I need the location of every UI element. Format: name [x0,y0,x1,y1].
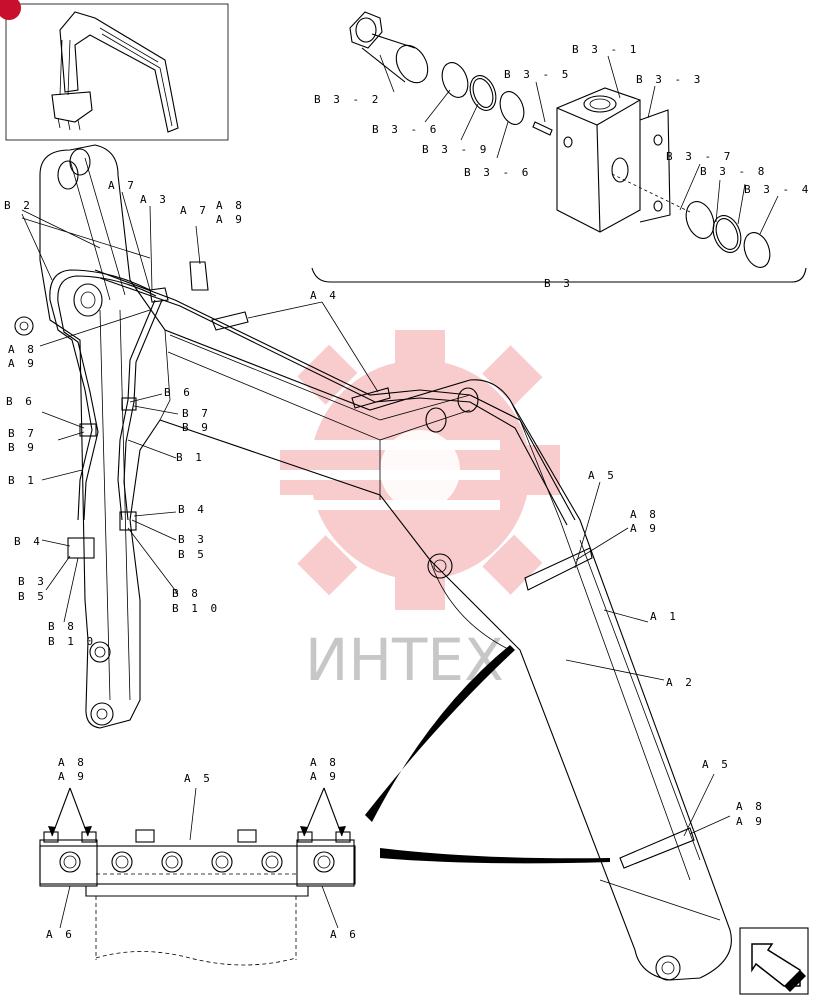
callout-curve-upper [365,645,515,822]
label-b7-mid: B 7 [182,407,211,420]
valve-assembly-detail [349,11,771,268]
label-a9-lower: A 9 [736,815,765,828]
label-a2: A 2 [666,676,695,689]
label-a3: A 3 [140,193,169,206]
label-b3-6b: B 3 - 6 [464,166,531,179]
label-b4-left: B 4 [14,535,43,548]
next-page-arrow-icon[interactable] [739,927,809,995]
label-b3-left: B 3 [18,575,47,588]
label-a1: A 1 [650,610,679,623]
label-b5-mid: B 5 [178,548,207,561]
label-b10-mid: B 1 0 [172,602,220,615]
label-b1-left: B 1 [8,474,37,487]
label-b3-5: B 3 - 5 [504,68,571,81]
label-b3: B 3 [544,277,573,290]
label-a5-detail: A 5 [184,772,213,785]
label-b9-left: B 9 [8,441,37,454]
b3-group-bracket [311,267,807,283]
label-b9-mid: B 9 [182,421,211,434]
label-b3-2: B 3 - 2 [314,93,381,106]
label-a9-detail-right: A 9 [310,770,339,783]
corner-badge [0,0,22,21]
label-a9-left: A 9 [8,357,37,370]
label-a4: A 4 [310,289,339,302]
label-b2: B 2 [4,199,33,212]
label-a7-right: A 7 [180,204,209,217]
label-b3-6a: B 3 - 6 [372,123,439,136]
watermark-gear-center [380,430,460,510]
label-b3-7: B 3 - 7 [666,150,733,163]
label-a6-detail-left: A 6 [46,928,75,941]
label-a9-upper: A 9 [630,522,659,535]
label-b8-left: B 8 [48,620,77,633]
callout-curve-lower [380,848,610,864]
label-b3-3: B 3 - 3 [636,73,703,86]
label-b3-8: B 3 - 8 [700,165,767,178]
label-a9-detail-left: A 9 [58,770,87,783]
a5-clamp-detail [39,829,356,966]
label-b4-mid: B 4 [178,503,207,516]
label-b3-1: B 3 - 1 [572,43,639,56]
watermark-stripes [250,440,500,510]
label-b1-mid: B 1 [176,451,205,464]
label-b3-9: B 3 - 9 [422,143,489,156]
label-b3-4: B 3 - 4 [744,183,811,196]
label-a5-upper: A 5 [588,469,617,482]
part-labels: B 3 - 1 B 3 - 3 B 3 - 5 B 3 - 2 B 3 - 6 … [4,43,811,941]
label-a8-detail-right: A 8 [310,756,339,769]
label-a8-detail-left: A 8 [58,756,87,769]
label-b6-left: B 6 [6,395,35,408]
label-a8-left: A 8 [8,343,37,356]
detail-arrowheads [48,826,346,836]
label-a8-top: A 8 [216,199,245,212]
label-a7-left: A 7 [108,179,137,192]
label-a6-detail-right: A 6 [330,928,359,941]
label-b7-left: B 7 [8,427,37,440]
label-a8-upper: A 8 [630,508,659,521]
label-a8-lower: A 8 [736,800,765,813]
label-b10-left: B 1 0 [48,635,96,648]
label-b3-mid: B 3 [178,533,207,546]
label-a5-lower: A 5 [702,758,731,771]
label-a9-top: A 9 [216,213,245,226]
b3-leader-lines [379,54,779,235]
label-b5-left: B 5 [18,590,47,603]
hydraulic-hoses [49,269,576,526]
boom-leader-lines [21,191,731,837]
excavator-thumbnail [5,3,229,141]
detail-leader-lines [51,787,343,929]
label-b8-mid: B 8 [172,587,201,600]
label-b6-mid: B 6 [164,386,193,399]
